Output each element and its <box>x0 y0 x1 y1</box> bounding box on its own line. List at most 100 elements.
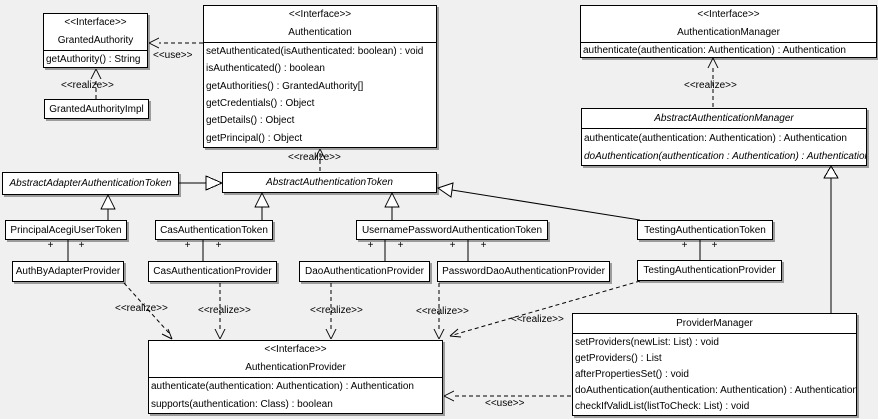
use-authentication-to-grantedauthority <box>148 37 203 49</box>
class-cas-authentication-token: CasAuthenticationToken <box>155 220 273 240</box>
generalization-testing-to-token <box>436 182 641 221</box>
realize-label: <<realize>> <box>115 303 168 314</box>
realize-label: <<realize>> <box>310 305 363 316</box>
class-title: <<Interface>> GrantedAuthority <box>44 14 147 50</box>
class-name: UsernamePasswordAuthenticationToken <box>361 225 543 236</box>
role-plus: + <box>367 240 374 251</box>
realize-label: <<realize>> <box>416 306 469 317</box>
generalization-principal-to-adapter <box>100 193 116 220</box>
realize-authbyadapter-to-provider <box>123 282 173 340</box>
class-auth-by-adapter-provider: AuthByAdapterProvider <box>12 261 124 282</box>
use-label: <<use>> <box>485 398 525 409</box>
class-principal-acegi-user-token: PrincipalAcegiUserToken <box>5 220 127 240</box>
class-title: GrantedAuthorityImpl <box>45 100 148 118</box>
class-testing-authentication-token: TestingAuthenticationToken <box>637 220 773 240</box>
method: doAuthentication(authentication : Authen… <box>584 150 866 162</box>
class-title: AbstractAuthenticationManager <box>582 109 866 128</box>
method-compartment: authenticate(authentication: Authenticat… <box>149 377 442 413</box>
realize-impl-to-grantedauthority <box>90 68 102 99</box>
realize-label: <<realize>> <box>288 152 341 163</box>
class-username-password-authentication-token: UsernamePasswordAuthenticationToken <box>356 220 548 240</box>
generalization-cas-to-token <box>254 191 270 220</box>
realize-passworddao-to-provider <box>433 283 445 340</box>
class-title: TestingAuthenticationProvider <box>638 261 781 280</box>
class-title: AuthByAdapterProvider <box>13 262 123 281</box>
class-granted-authority: <<Interface>> GrantedAuthority getAuthor… <box>43 13 148 68</box>
class-name: AbstractAuthenticationToken <box>266 177 393 188</box>
use-label: <<use>> <box>153 50 193 61</box>
role-plus: + <box>184 240 191 251</box>
realize-abstractmanager-to-manager <box>707 57 719 107</box>
class-title: CasAuthenticationToken <box>156 221 272 239</box>
class-name: CasAuthenticationToken <box>160 225 268 236</box>
class-abstract-authentication-token: AbstractAuthenticationToken <box>222 172 437 193</box>
method: getPrincipal() : Object <box>206 132 303 144</box>
method: checkIfValidList(listToCheck: List) : vo… <box>575 401 750 413</box>
method: getAuthority() : String <box>46 53 141 65</box>
class-abstract-adapter-authentication-token: AbstractAdapterAuthenticationToken <box>2 172 179 195</box>
class-name: GrantedAuthorityImpl <box>49 104 144 115</box>
role-plus: + <box>47 240 54 251</box>
class-name: PasswordDaoAuthenticationProvider <box>442 266 605 277</box>
method: getProviders() : List <box>575 352 662 364</box>
class-title: CasAuthenticationProvider <box>149 262 276 281</box>
class-name: TestingAuthenticationProvider <box>643 265 776 276</box>
role-plus: + <box>681 240 688 251</box>
method: getDetails() : Object <box>206 115 295 127</box>
role-plus: + <box>397 240 404 251</box>
realize-dao-to-provider <box>325 283 337 340</box>
class-authentication: <<Interface>> Authentication setAuthenti… <box>203 5 437 148</box>
method: afterPropertiesSet() : void <box>575 369 689 380</box>
class-name: GrantedAuthority <box>57 35 134 46</box>
class-name: AuthenticationManager <box>677 27 780 38</box>
class-title: PasswordDaoAuthenticationProvider <box>438 262 609 281</box>
class-name: DaoAuthenticationProvider <box>305 266 424 277</box>
role-plus: + <box>78 240 85 251</box>
generalization-upw-to-token <box>384 191 400 220</box>
class-title: ProviderManager <box>573 314 856 333</box>
class-name: AbstractAdapterAuthenticationToken <box>9 178 172 189</box>
stereotype-label: <<Interface>> <box>64 17 127 28</box>
class-name: TestingAuthenticationToken <box>644 225 766 236</box>
method: getCredentials() : Object <box>206 98 315 110</box>
class-title: <<Interface>> AuthenticationProvider <box>149 341 442 377</box>
role-plus: + <box>215 240 222 251</box>
stereotype-label: <<Interface>> <box>264 344 327 355</box>
method: isAuthenticated() : boolean <box>206 63 325 75</box>
generalization-providermanager-to-abstractmanager <box>823 165 839 313</box>
class-authentication-manager: <<Interface>> AuthenticationManager auth… <box>580 5 877 58</box>
realize-label: <<realize>> <box>684 80 737 91</box>
method-compartment: setProviders(newList: List) : void getPr… <box>573 333 856 415</box>
class-testing-authentication-provider: TestingAuthenticationProvider <box>637 260 782 281</box>
realize-testing-to-provider <box>449 280 641 338</box>
method: authenticate(authentication: Authenticat… <box>583 44 846 56</box>
realize-label: <<realize>> <box>198 305 251 316</box>
realize-label: <<realize>> <box>511 314 564 325</box>
class-name: AuthenticationProvider <box>245 362 346 373</box>
generalization-adapter-to-token <box>179 175 224 191</box>
class-provider-manager: ProviderManager setProviders(newList: Li… <box>572 313 857 416</box>
class-title: UsernamePasswordAuthenticationToken <box>357 221 547 239</box>
method: authenticate(authentication: Authenticat… <box>584 132 847 144</box>
method: getAuthorities() : GrantedAuthority[] <box>206 80 364 92</box>
class-name: Authentication <box>288 27 352 38</box>
class-title: TestingAuthenticationToken <box>638 221 772 239</box>
stereotype-label: <<Interface>> <box>697 9 760 20</box>
class-password-dao-authentication-provider: PasswordDaoAuthenticationProvider <box>437 261 610 282</box>
method-compartment: setAuthenticated(isAuthenticated: boolea… <box>204 42 436 147</box>
stereotype-label: <<Interface>> <box>288 9 352 20</box>
class-dao-authentication-provider: DaoAuthenticationProvider <box>299 261 430 282</box>
method-compartment: authenticate(authentication: Authenticat… <box>582 128 866 165</box>
realize-cas-to-provider <box>214 283 226 340</box>
class-title: PrincipalAcegiUserToken <box>6 221 126 239</box>
class-title: <<Interface>> Authentication <box>204 6 436 42</box>
class-authentication-provider: <<Interface>> AuthenticationProvider aut… <box>148 340 443 414</box>
class-abstract-authentication-manager: AbstractAuthenticationManager authentica… <box>581 108 867 166</box>
class-name: AbstractAuthenticationManager <box>654 113 794 124</box>
class-cas-authentication-provider: CasAuthenticationProvider <box>148 261 277 282</box>
method: supports(authentication: Class) : boolea… <box>151 398 333 410</box>
class-title: AbstractAuthenticationToken <box>223 173 436 192</box>
class-name: PrincipalAcegiUserToken <box>10 225 122 236</box>
